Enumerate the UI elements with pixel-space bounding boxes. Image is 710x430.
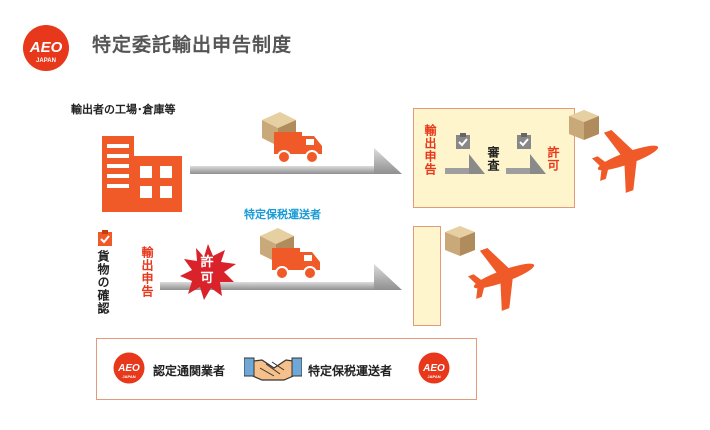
truck-icon-bottom: [256, 224, 322, 282]
carrier-label: 特定保税運送者: [244, 208, 321, 221]
factory-icon: [102, 128, 182, 212]
step-arrow-2: [506, 152, 546, 176]
export-declaration-label: 輸出申告: [423, 124, 437, 176]
export-declaration-label-bottom: 輸出申告: [140, 246, 154, 298]
svg-text:JAPAN: JAPAN: [122, 374, 135, 379]
airplane-icon-bottom: [467, 240, 540, 312]
customs-box-bottom: [413, 226, 441, 326]
package-icon-bottom: [443, 224, 477, 258]
review-label: 審査: [486, 146, 500, 172]
airplane-icon: [591, 122, 664, 194]
svg-text:JAPAN: JAPAN: [36, 58, 56, 64]
aeo-logo: AEO JAPAN: [22, 24, 70, 72]
package-icon: [567, 108, 601, 142]
clipboard-icon-2: [516, 133, 532, 149]
handshake-icon: [243, 352, 303, 384]
svg-text:AEO: AEO: [422, 363, 445, 374]
truck-icon: [258, 108, 324, 166]
svg-text:AEO: AEO: [117, 363, 140, 374]
clipboard-check-icon: [97, 230, 113, 246]
origin-label: 輸出者の工場･倉庫等: [71, 103, 176, 116]
svg-text:AEO: AEO: [29, 39, 63, 56]
svg-text:JAPAN: JAPAN: [427, 374, 440, 379]
step-arrow-1: [445, 152, 485, 176]
partner-left-label: 認定通関業者: [153, 364, 226, 378]
customs-box: [413, 108, 575, 208]
permit-label: 許可: [546, 146, 560, 172]
page-title: 特定委託輸出申告制度: [92, 34, 293, 56]
aeo-logo-left: AEO JAPAN: [113, 352, 145, 384]
aeo-logo-right: AEO JAPAN: [418, 352, 450, 384]
cargo-check-label: 貨物の確認: [96, 250, 110, 315]
permit-badge: [178, 244, 238, 302]
road-arrow-bottom: [160, 264, 402, 292]
road-arrow-top: [190, 148, 402, 176]
partner-right-label: 特定保税運送者: [308, 364, 393, 378]
clipboard-icon: [455, 133, 471, 149]
permit-badge-label: 許可: [200, 255, 214, 286]
